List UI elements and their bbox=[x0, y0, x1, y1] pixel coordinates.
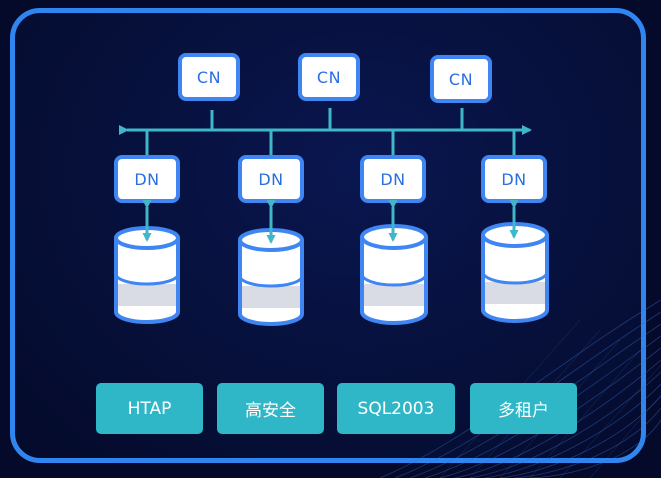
feature-sql2003: SQL2003 bbox=[337, 383, 455, 434]
cn-node-3: CN bbox=[430, 55, 492, 103]
cn-node-1: CN bbox=[178, 53, 240, 101]
storage-cylinder-icon bbox=[481, 222, 549, 323]
feature-htap: HTAP bbox=[96, 383, 203, 434]
feature-multi-tenant: 多租户 bbox=[470, 383, 577, 434]
feature-high-security: 高安全 bbox=[217, 383, 324, 434]
dn-node-2: DN bbox=[238, 155, 304, 203]
cn-node-2: CN bbox=[298, 53, 360, 101]
database-cylinder-4 bbox=[481, 222, 549, 323]
